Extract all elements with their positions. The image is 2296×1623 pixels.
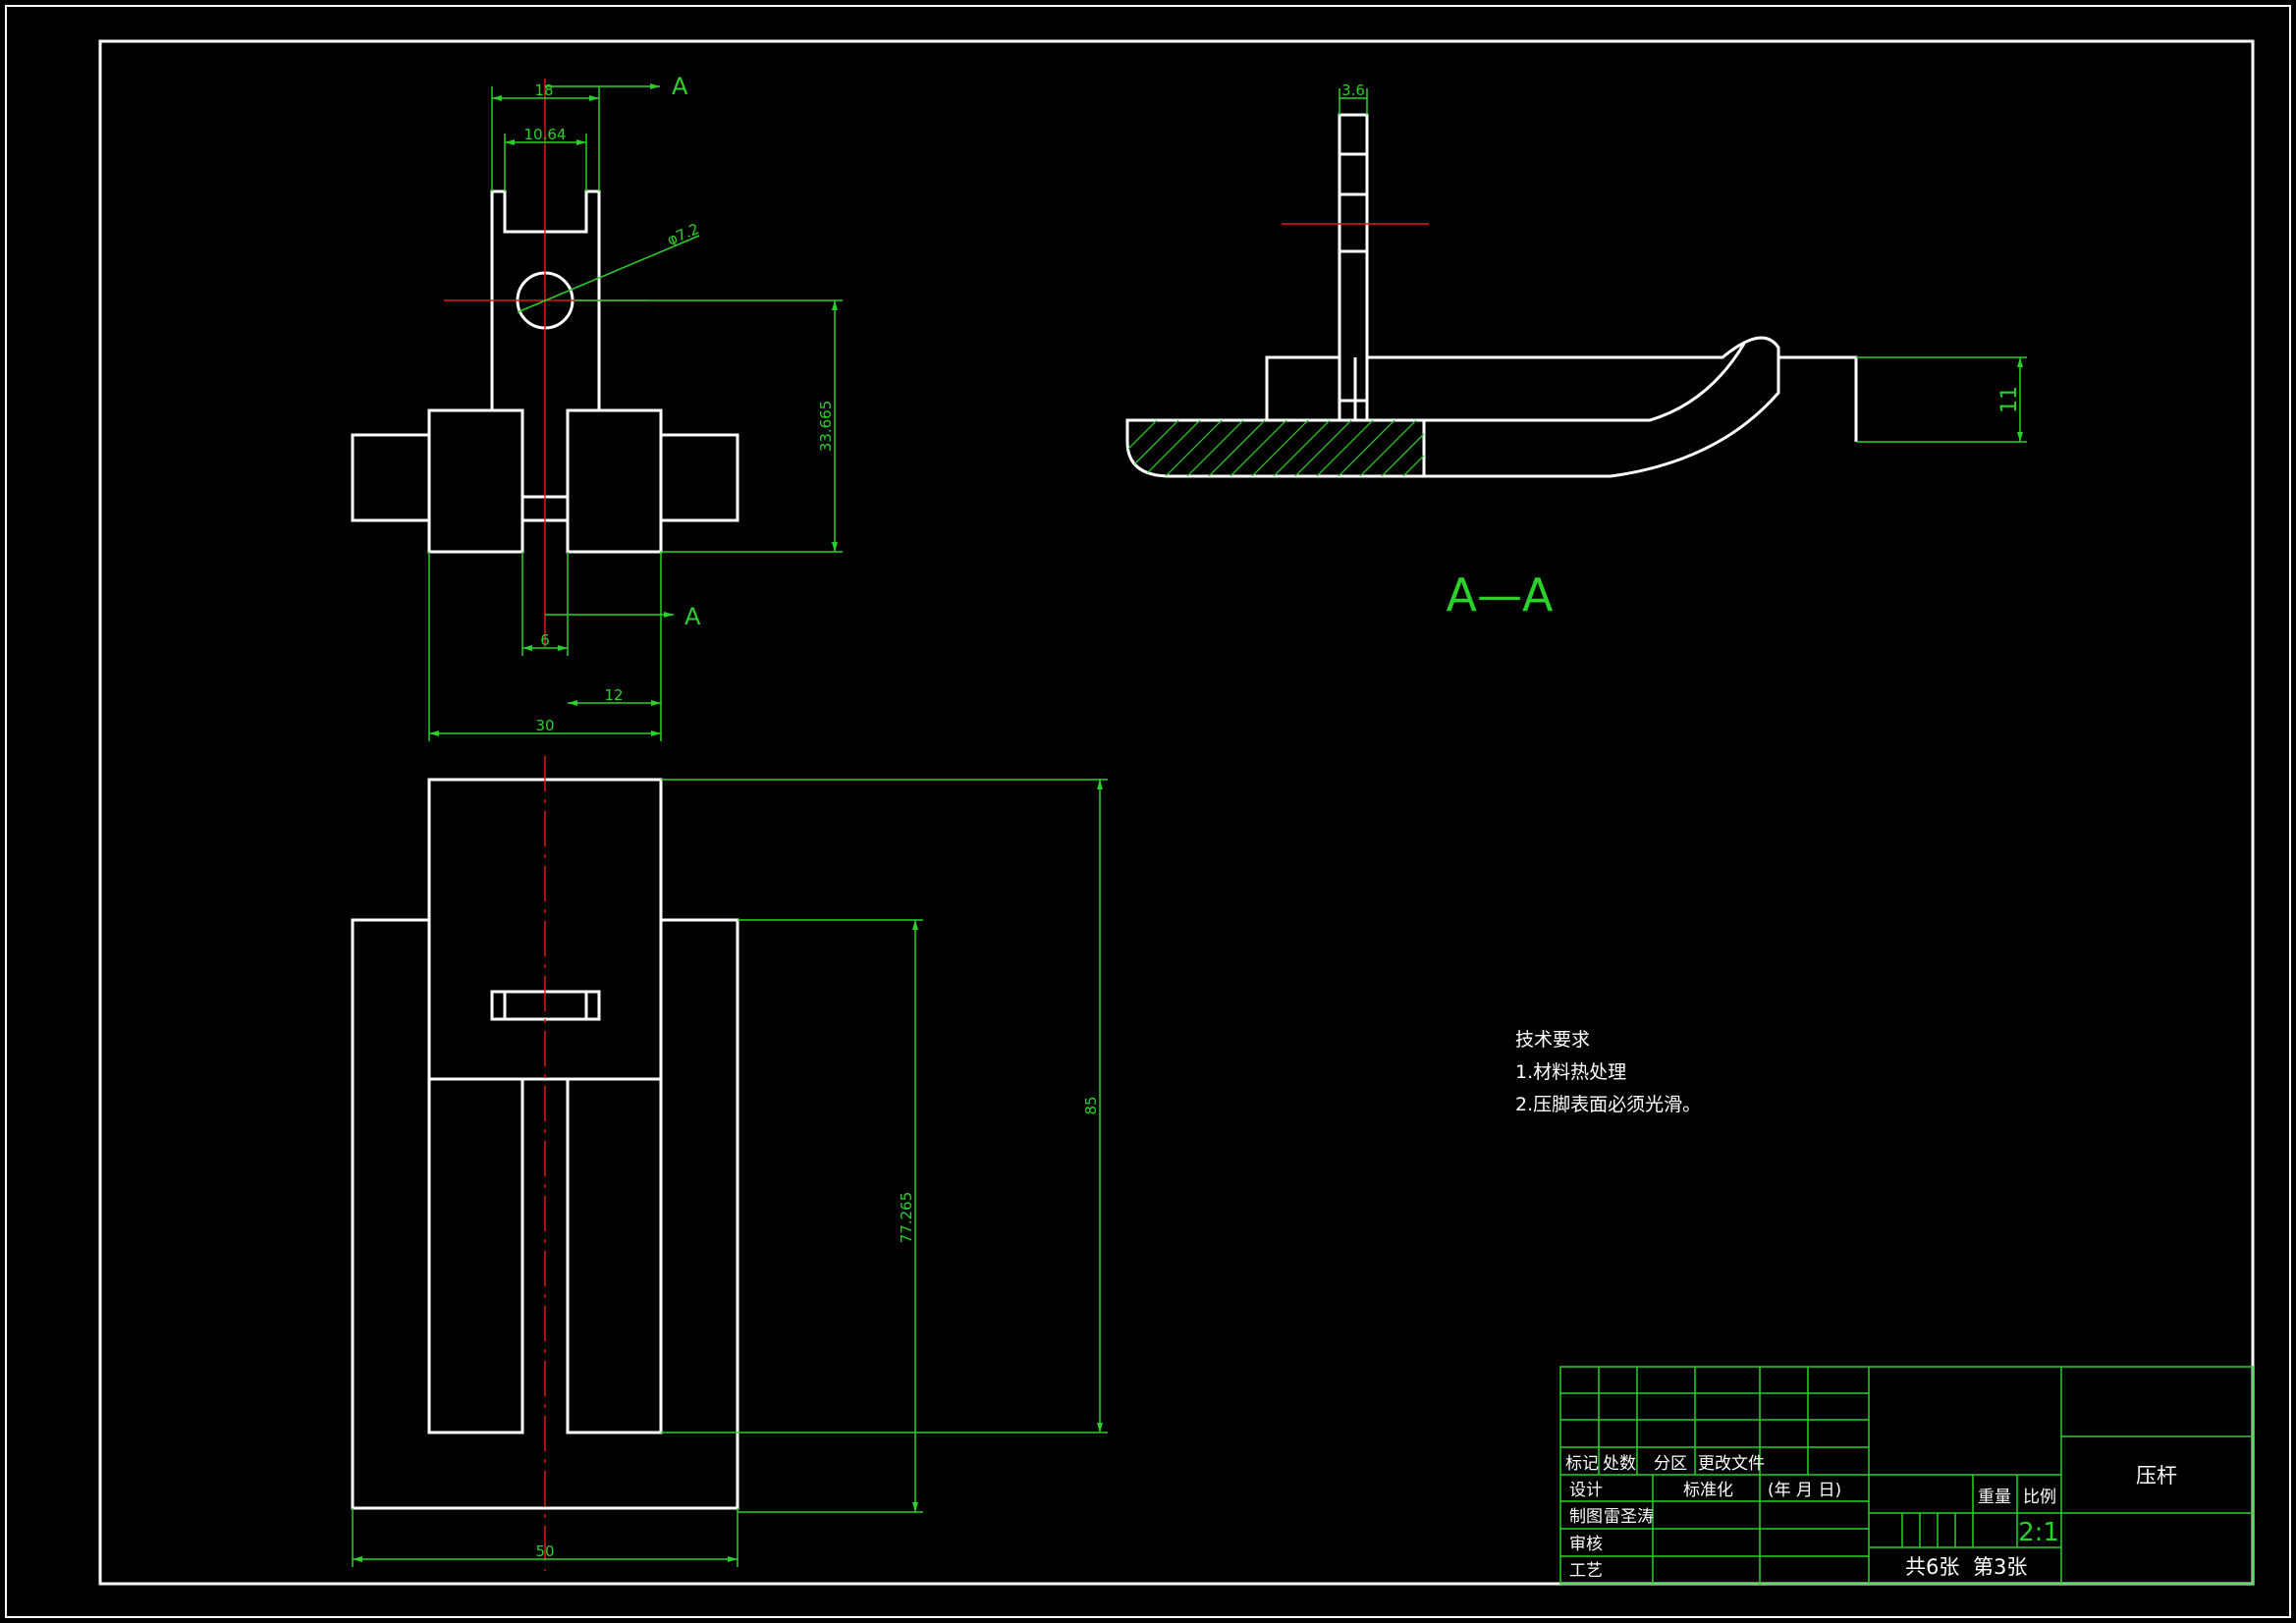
tb-mark: 标记 [1565,1454,1599,1474]
dim-33-665: 33.665 [574,299,843,553]
dim-3-6: 3.6 [1339,81,1368,115]
front-view-slot-inner [503,992,588,1019]
tb-draw: 制图 [1569,1507,1603,1527]
dim-10-64: 10.64 [504,126,587,191]
dim-6: 6 [521,552,569,656]
dim-11: 11 [1856,356,2027,443]
dim-85-label: 85 [1082,1096,1100,1114]
front-view-legs [427,1079,663,1434]
dim-33-665-label: 33.665 [817,401,835,453]
dim-18-label: 18 [534,81,553,99]
tb-change-doc: 更改文件 [1698,1454,1765,1474]
section-arrow-top: A [545,73,688,100]
notes-line-1: 1.材料热处理 [1515,1061,1626,1083]
section-view: 3.6 11 A—A [1125,81,2027,622]
tb-date: (年 月 日) [1768,1481,1841,1500]
tb-drafter: 雷圣涛 [1604,1507,1654,1527]
dim-85: 85 [661,779,1108,1434]
front-view-outer-body [351,918,739,1510]
front-view: 85 77.265 50 [351,756,1108,1571]
title-block-grid [1560,1367,2253,1584]
tb-sheet-no: 第3张 [1973,1555,2027,1579]
dim-12: 12 [568,552,662,712]
dim-10-64-label: 10.64 [524,126,567,143]
dim-50: 50 [352,1508,738,1567]
top-view-right-block [566,408,663,554]
tb-review: 审核 [1569,1535,1603,1554]
top-view: 18 10.64 A φ7.2 33.665 A [351,73,843,741]
dim-6-label: 6 [540,631,550,649]
tb-design: 设计 [1569,1481,1603,1500]
top-view-left-block [427,408,524,554]
section-curved-arm [1424,343,1780,478]
section-foot [1125,418,1426,478]
tb-zone: 分区 [1654,1454,1687,1474]
technical-notes: 技术要求 1.材料热处理 2.压脚表面必须光滑。 [1515,1029,1701,1115]
dim-30: 30 [428,552,662,741]
dim-11-label: 11 [1997,386,2022,413]
top-view-right-ear [659,433,739,522]
dim-hole-dia-label: φ7.2 [665,220,702,249]
tb-part-name: 压杆 [2136,1464,2177,1488]
tb-weight-label: 重量 [1978,1488,2011,1507]
title-block: 标记 处数 分区 更改文件 设计 标准化 (年 月 日) 制图 雷圣涛 审核 工… [1559,1366,2254,1585]
dim-3-6-label: 3.6 [1341,81,1365,99]
section-post-lines [1339,152,1367,403]
section-letter-bottom: A [684,603,701,630]
tb-sheet-total: 共6张 [1905,1555,1959,1579]
section-arrow-bottom: A [545,603,701,630]
tb-standardize: 标准化 [1683,1481,1733,1500]
dim-77-265: 77.265 [738,919,923,1513]
tb-scale-value: 2:1 [2018,1518,2059,1547]
tb-scale-label: 比例 [2023,1488,2056,1507]
section-title: A—A [1447,568,1554,622]
section-hatch [1127,420,1424,476]
inner-frame [98,39,2255,1586]
dim-77-265-label: 77.265 [898,1192,915,1244]
dim-12-label: 12 [604,686,623,704]
section-letter-top: A [672,73,688,100]
outer-frame [5,5,2291,1618]
tb-count: 处数 [1603,1454,1636,1474]
top-view-left-ear [351,433,431,522]
dim-30-label: 30 [535,717,554,734]
dim-50-label: 50 [535,1542,554,1560]
section-arm-lines [1353,357,1369,420]
section-post [1338,113,1369,422]
notes-line-2: 2.压脚表面必须光滑。 [1515,1094,1701,1115]
notes-heading: 技术要求 [1515,1029,1590,1051]
tb-craft: 工艺 [1569,1561,1603,1581]
